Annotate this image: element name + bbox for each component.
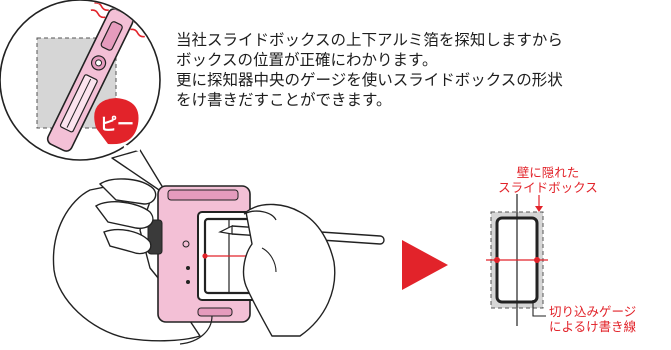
- hands-and-device: [52, 178, 385, 345]
- hidden-box-label-line: 壁に隠れた: [516, 165, 580, 180]
- hidden-box-label-line: スライドボックス: [498, 180, 598, 195]
- beep-label: ピー: [100, 115, 134, 135]
- speech-bubble-icon: ピー: [94, 98, 139, 145]
- pointer-arrow-icon: [402, 240, 448, 290]
- description-line: をけ書きだすことができます。: [176, 91, 392, 109]
- description-line: ボックスの位置が正確にわかります。: [176, 51, 438, 69]
- gauge-line-label-line: 切り込みゲージ: [549, 304, 637, 319]
- description-line: 当社スライドボックスの上下アルミ箔を探知しますから: [176, 31, 563, 49]
- gauge-line-label: 切り込みゲージ によるけ書き線: [549, 304, 636, 334]
- description-text: 当社スライドボックスの上下アルミ箔を探知しますから ボックスの位置が正確にわかり…: [176, 30, 666, 110]
- hidden-box-label: 壁に隠れた スライドボックス: [487, 165, 609, 195]
- gauge-line-label-line: によるけ書き線: [549, 319, 637, 334]
- detector-device-icon: [46, 2, 149, 152]
- description-line: 更に探知器中央のゲージを使いスライドボックスの形状: [176, 71, 563, 89]
- box-diagram: [486, 194, 548, 326]
- zoom-inset: ピー: [0, 0, 169, 197]
